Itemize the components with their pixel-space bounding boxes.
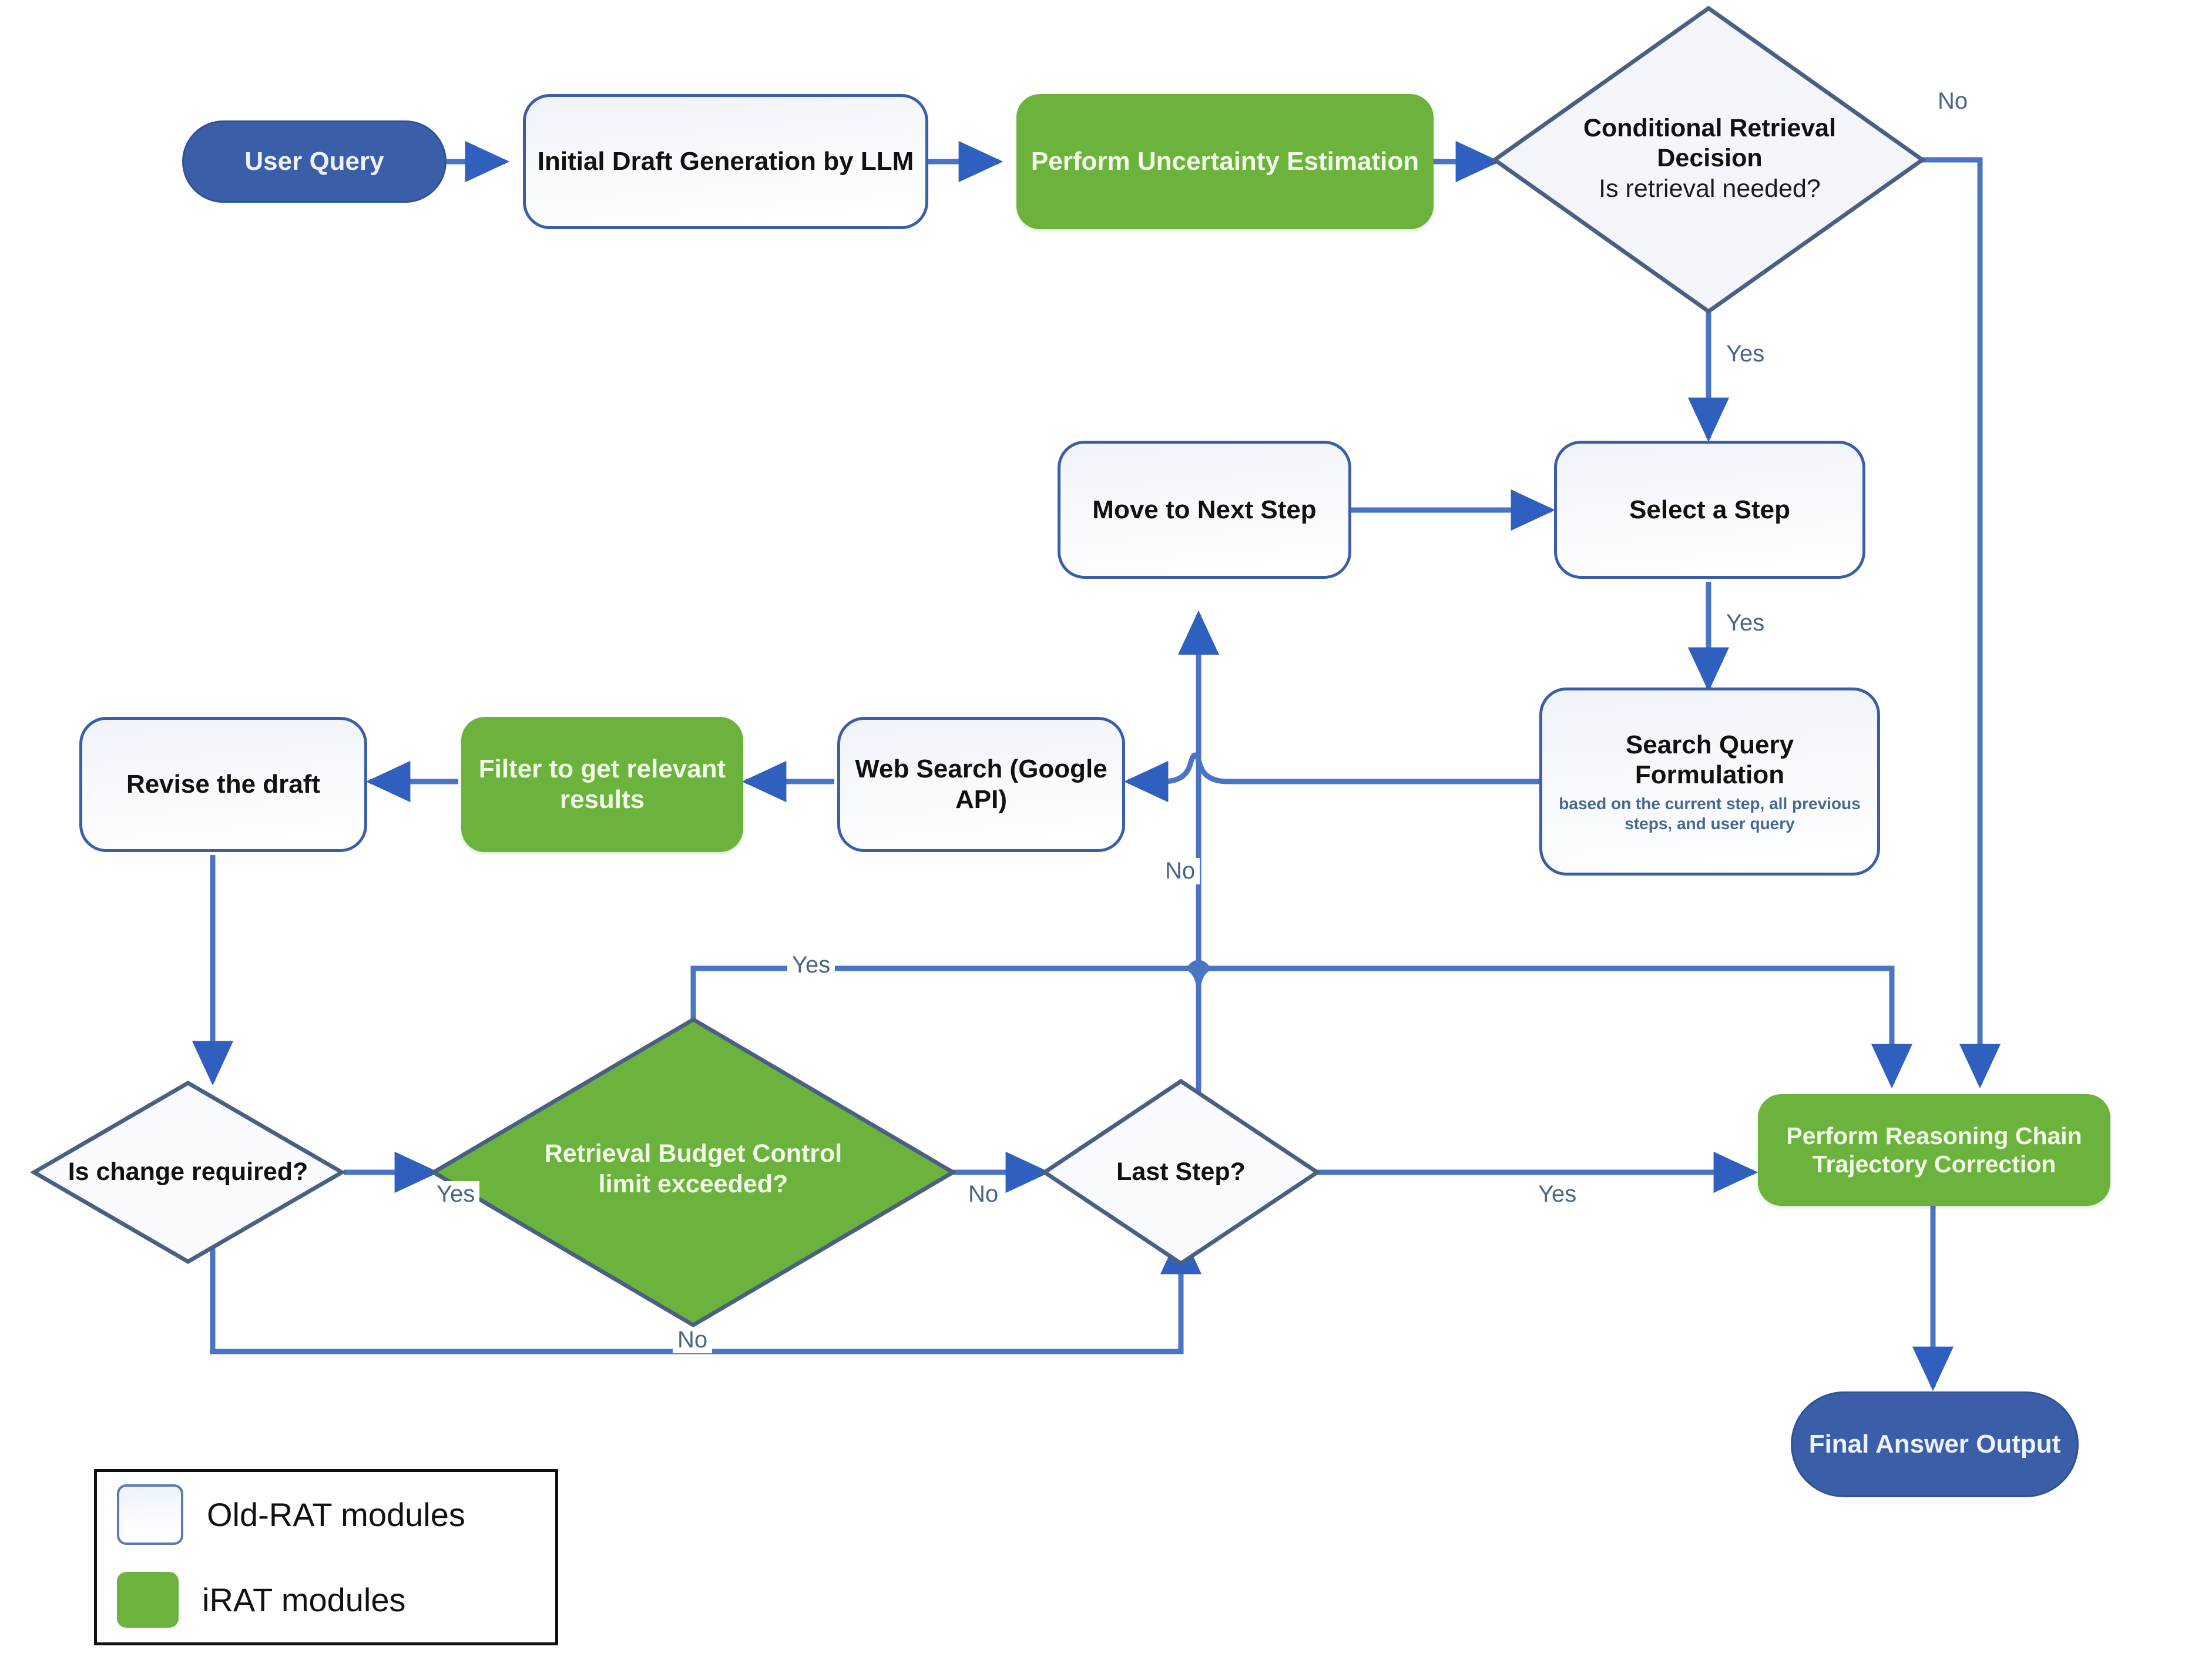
legend-item-irat: iRAT modules	[97, 1557, 555, 1642]
legend: Old-RAT modules iRAT modules	[94, 1469, 558, 1645]
edge-laststep-no-movenext	[1177, 610, 1220, 1116]
edge-label-conditional-no: No	[1933, 88, 1973, 115]
shape-is-change-required	[30, 1080, 346, 1265]
node-web-search-label: Web Search (Google API)	[855, 755, 1107, 814]
node-web-search[interactable]: Web Search (Google API)	[837, 717, 1125, 852]
edge-label-is-change-yes: Yes	[432, 1181, 480, 1208]
legend-label-irat: iRAT modules	[202, 1581, 406, 1618]
node-perform-reasoning-chain-trajectory-correction[interactable]: Perform Reasoning Chain Trajectory Corre…	[1758, 1094, 2110, 1206]
node-final-answer-output-label: Final Answer Output	[1808, 1430, 2061, 1459]
node-perform-reasoning-chain-trajectory-correction-label: Perform Reasoning Chain Trajectory Corre…	[1786, 1122, 2082, 1178]
node-user-query[interactable]: User Query	[182, 120, 447, 203]
edge-budget-yes-reasoning	[690, 965, 1913, 1105]
shape-last-step	[1041, 1078, 1321, 1266]
legend-item-old-rat: Old-RAT modules	[97, 1472, 555, 1557]
decision-shapes	[30, 5, 1927, 1328]
edge-label-last-step-no: No	[1160, 858, 1200, 884]
edge-conditional-no-reasoning	[1922, 157, 2001, 1089]
shape-conditional-decision	[1491, 5, 1927, 314]
node-move-to-next-step-label: Move to Next Step	[1092, 495, 1317, 524]
node-filter-relevant-results[interactable]: Filter to get relevant results	[461, 717, 743, 852]
node-user-query-label: User Query	[244, 147, 384, 176]
node-filter-relevant-results-label: Filter to get relevant results	[478, 755, 726, 814]
edge-label-budget-no: No	[964, 1181, 1003, 1208]
node-initial-draft-generation[interactable]: Initial Draft Generation by LLM	[523, 94, 928, 229]
legend-swatch-irat-icon	[117, 1572, 179, 1628]
node-final-answer-output[interactable]: Final Answer Output	[1791, 1391, 2079, 1497]
node-search-query-formulation-label: Search Query Formulation	[1625, 730, 1794, 790]
legend-swatch-old-rat-icon	[117, 1484, 183, 1545]
shape-retrieval-budget-control	[429, 1017, 957, 1328]
edge-searchquery-websearch	[1123, 752, 1539, 803]
node-initial-draft-generation-label: Initial Draft Generation by LLM	[537, 147, 914, 176]
edge-label-conditional-yes: Yes	[1721, 341, 1770, 367]
node-move-to-next-step[interactable]: Move to Next Step	[1058, 441, 1351, 579]
node-select-a-step[interactable]: Select a Step	[1554, 441, 1865, 579]
node-search-query-formulation[interactable]: Search Query Formulation based on the cu…	[1539, 688, 1880, 876]
node-select-a-step-label: Select a Step	[1629, 495, 1790, 524]
edge-label-select-step-yes: Yes	[1721, 610, 1770, 636]
edge-label-is-change-no: No	[673, 1327, 713, 1353]
node-revise-the-draft-label: Revise the draft	[126, 770, 321, 799]
node-search-query-formulation-sublabel: based on the current step, all previous …	[1559, 794, 1861, 833]
node-perform-uncertainty-estimation[interactable]: Perform Uncertainty Estimation	[1016, 94, 1434, 229]
edge-label-last-step-yes: Yes	[1533, 1181, 1582, 1208]
legend-label-old-rat: Old-RAT modules	[207, 1496, 465, 1533]
node-revise-the-draft[interactable]: Revise the draft	[79, 717, 367, 852]
node-perform-uncertainty-estimation-label: Perform Uncertainty Estimation	[1031, 147, 1419, 176]
edge-label-budget-yes: Yes	[787, 952, 835, 978]
